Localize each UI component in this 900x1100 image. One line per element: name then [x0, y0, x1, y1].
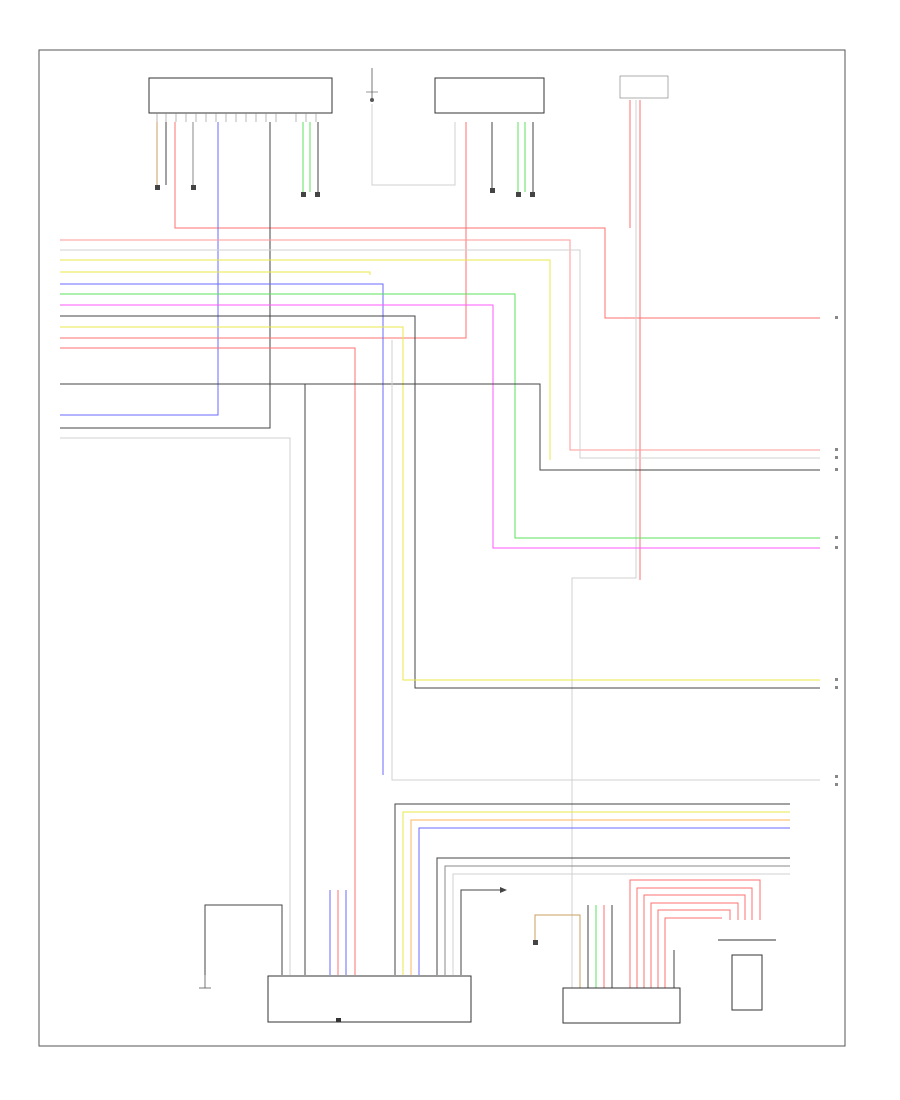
controller-ground — [533, 940, 538, 945]
top-mid-module-wires — [60, 104, 534, 339]
top-mid-grounds — [490, 188, 535, 197]
diagram-frame — [38, 49, 846, 1047]
bottom-left-module — [267, 975, 472, 1023]
left-bus-wires — [60, 239, 820, 975]
arrow-marker — [500, 887, 507, 893]
top-mid-module — [434, 77, 545, 114]
top-right-connector — [619, 75, 669, 99]
lower-harness-wires — [204, 803, 790, 975]
top-left-grounds — [155, 185, 320, 197]
right-edge-terminals — [835, 316, 838, 786]
bottom-right-sensor — [718, 939, 776, 1011]
bottom-mid-controller — [562, 987, 681, 1024]
top-left-module-pins — [156, 113, 317, 122]
top-left-module — [148, 77, 333, 114]
top-right-connector-wires — [571, 100, 641, 988]
controller-wires — [534, 879, 761, 988]
top-left-module-wires — [60, 122, 820, 429]
antenna-symbol — [366, 68, 378, 102]
bottom-left-ground-symbol — [199, 975, 211, 989]
